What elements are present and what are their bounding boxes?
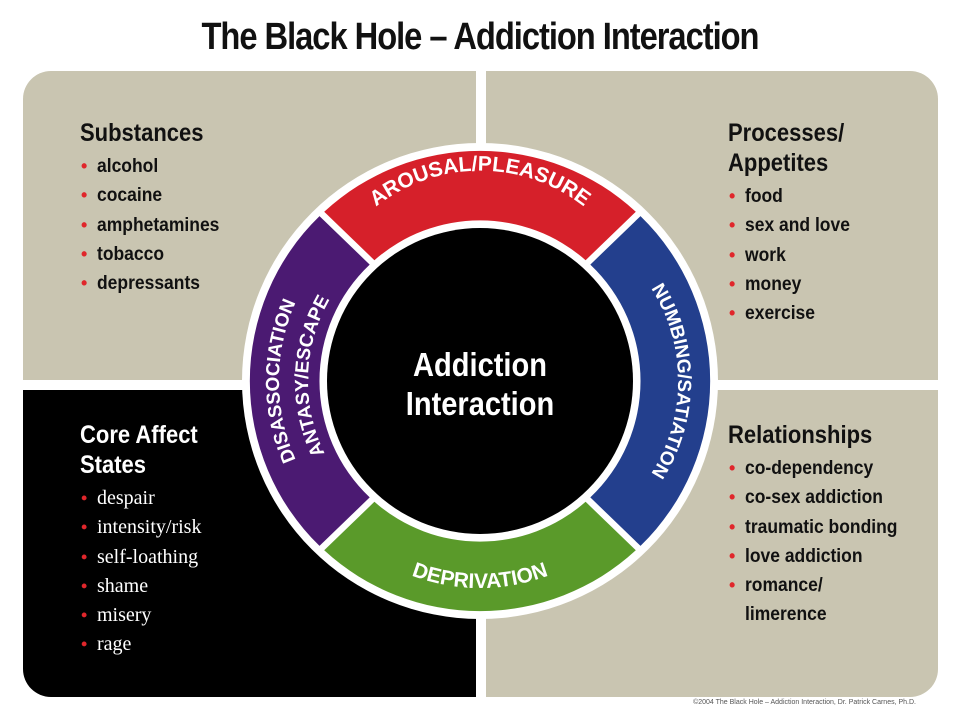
list-item: rage: [80, 630, 214, 660]
list-item: despair: [80, 484, 214, 514]
processes-section: Processes/ Appetites food sex and love w…: [728, 118, 860, 329]
substances-list: alcohol cocaine amphetamines tobacco dep…: [80, 152, 230, 299]
page-title: The Black Hole – Addiction Interaction: [201, 16, 759, 58]
list-item: food: [728, 182, 860, 212]
list-item: sex and love: [728, 211, 860, 241]
list-item: money: [728, 270, 860, 300]
list-item: traumatic bonding: [728, 513, 911, 543]
processes-list: food sex and love work money exercise: [728, 182, 860, 329]
list-item: misery: [80, 601, 214, 631]
list-item: romance/: [728, 571, 911, 601]
list-item: exercise: [728, 299, 860, 329]
segment-deprivation: [324, 501, 636, 612]
list-item: amphetamines: [80, 211, 230, 241]
substances-section: Substances alcohol cocaine amphetamines …: [80, 118, 230, 299]
segment-numbing-satiation: [590, 216, 711, 546]
relationships-section: Relationships co-dependency co-sex addic…: [728, 420, 911, 630]
center-label-line2: Interaction: [405, 385, 555, 422]
substances-heading: Substances: [80, 119, 204, 147]
list-item: self-loathing: [80, 543, 214, 573]
center-label-line1: Addiction: [413, 346, 547, 383]
core-affect-section: Core Affect States despair intensity/ris…: [80, 420, 214, 660]
list-item: tobacco: [80, 240, 230, 270]
list-item: work: [728, 241, 860, 271]
list-item: co-dependency: [728, 454, 911, 484]
list-item: love addiction: [728, 542, 911, 572]
list-item-continuation: limerence: [745, 604, 827, 626]
black-hole-center: [327, 228, 633, 534]
relationships-list: co-dependency co-sex addiction traumatic…: [728, 454, 911, 630]
center-label: Addiction Interaction: [380, 345, 580, 423]
list-item: cocaine: [80, 181, 230, 211]
processes-heading-line2: Appetites: [728, 149, 829, 177]
processes-heading-line1: Processes/: [728, 119, 845, 147]
copyright-notice: ©2004 The Black Hole – Addiction Interac…: [693, 699, 916, 706]
segment-arousal-pleasure: [324, 150, 636, 261]
core-affect-list: despair intensity/risk self-loathing sha…: [80, 484, 214, 660]
segment-disassociation: [249, 216, 370, 546]
list-item: shame: [80, 572, 214, 602]
list-item: co-sex addiction: [728, 483, 911, 513]
core-affect-heading-line2: States: [80, 451, 147, 479]
list-item: alcohol: [80, 152, 230, 182]
list-item: depressants: [80, 269, 230, 299]
core-affect-heading-line1: Core Affect: [80, 421, 198, 449]
list-item: intensity/risk: [80, 513, 214, 543]
relationships-heading: Relationships: [728, 421, 873, 449]
